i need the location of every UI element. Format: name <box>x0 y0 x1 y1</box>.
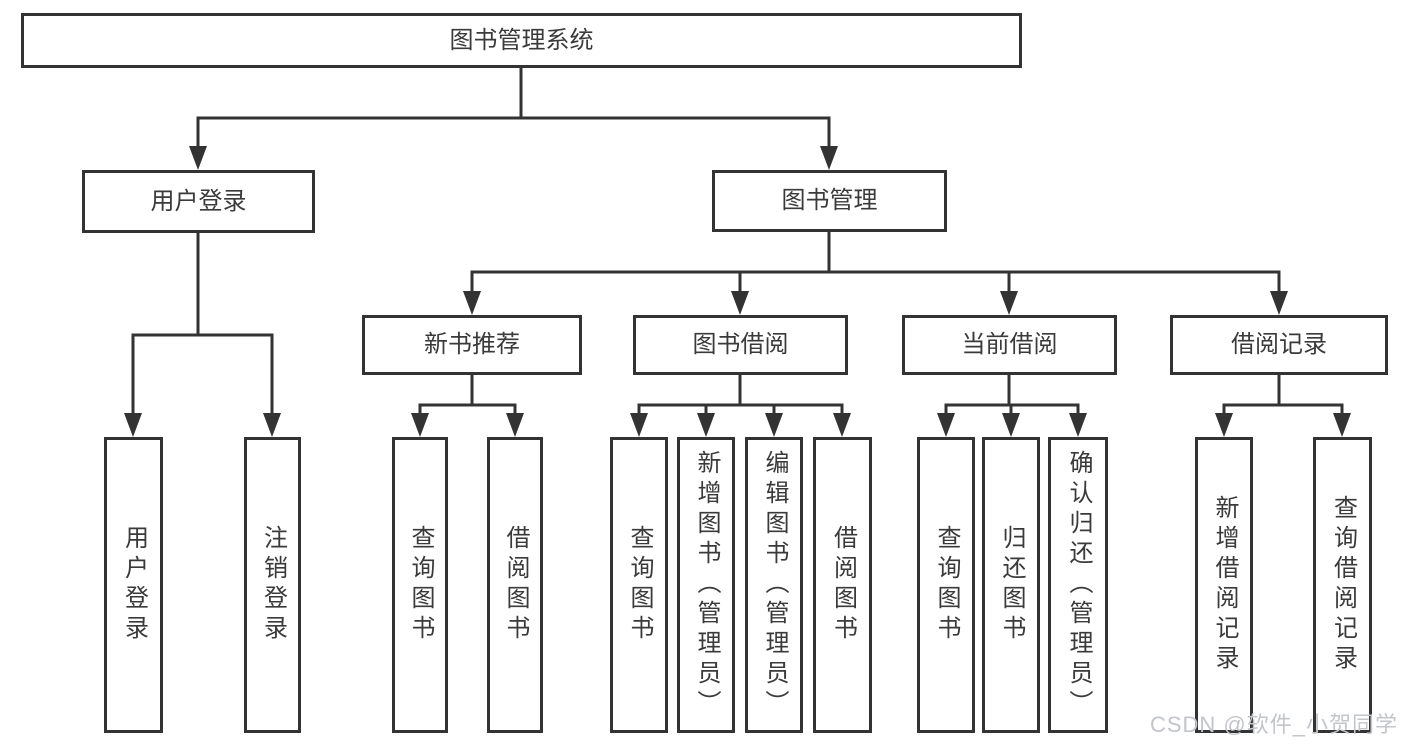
leaf-borrow-books-1: 借阅图书 <box>487 437 543 733</box>
node-label: 图书管理系统 <box>449 26 594 54</box>
leaf-user-login: 用户登录 <box>104 437 163 733</box>
connector-current-borrow-children <box>944 375 1080 417</box>
leaf-add-book-admin: 新增图书（管理员） <box>677 437 735 733</box>
connector-user-login-children <box>131 233 274 417</box>
connector-book-mgmt-children <box>470 232 1281 295</box>
node-label: 归还图书 <box>998 525 1025 645</box>
node-root: 图书管理系统 <box>21 13 1022 68</box>
connector-new-books-children <box>418 375 517 417</box>
node-label: 新增借阅记录 <box>1211 495 1238 675</box>
arrow-down-icon <box>937 413 955 437</box>
leaf-confirm-return-admin: 确认归还（管理员） <box>1048 437 1108 733</box>
arrow-down-icon <box>463 291 481 315</box>
node-label: 查询图书 <box>626 525 653 645</box>
arrow-down-icon <box>189 146 207 170</box>
node-user-login: 用户登录 <box>82 170 315 233</box>
arrow-down-icon <box>1069 413 1087 437</box>
arrow-down-icon <box>630 413 648 437</box>
leaf-query-books-2: 查询图书 <box>610 437 668 733</box>
node-label: 图书借阅 <box>692 331 789 358</box>
csdn-watermark: CSDN @软件_小贺同学 <box>1149 712 1398 737</box>
connector-book-borrow-children <box>637 375 844 417</box>
leaf-query-borrow-record: 查询借阅记录 <box>1313 437 1372 733</box>
arrow-down-icon <box>263 413 281 437</box>
node-label: 当前借阅 <box>961 331 1058 358</box>
node-label: 用户登录 <box>150 187 247 215</box>
leaf-return-book: 归还图书 <box>982 437 1040 733</box>
leaf-add-borrow-record: 新增借阅记录 <box>1195 437 1253 733</box>
node-label: 注销登录 <box>259 525 287 645</box>
arrow-down-icon <box>1333 413 1351 437</box>
arrow-down-icon <box>506 413 524 437</box>
node-label: 图书管理 <box>781 187 878 214</box>
arrow-down-icon <box>1000 291 1018 315</box>
arrow-down-icon <box>833 413 851 437</box>
node-label: 确认归还（管理员） <box>1065 450 1092 720</box>
arrow-down-icon <box>411 413 429 437</box>
node-label: 用户登录 <box>120 525 148 645</box>
arrow-down-icon <box>765 413 783 437</box>
node-label: 借阅记录 <box>1231 331 1327 358</box>
node-label: 新书推荐 <box>424 331 520 358</box>
leaf-query-books-1: 查询图书 <box>392 437 448 733</box>
node-book-management: 图书管理 <box>712 170 947 232</box>
connector-root-to-level2 <box>196 68 831 150</box>
arrow-down-icon <box>1002 413 1020 437</box>
node-book-borrow: 图书借阅 <box>633 315 848 375</box>
arrow-down-icon <box>124 413 142 437</box>
arrow-down-icon <box>1270 291 1288 315</box>
node-borrow-records: 借阅记录 <box>1170 315 1388 375</box>
node-label: 借阅图书 <box>829 525 857 645</box>
node-label: 新增图书（管理员） <box>693 450 720 720</box>
connector-borrow-records-children <box>1222 375 1344 417</box>
node-label: 借阅图书 <box>502 525 529 645</box>
node-new-book-recommend: 新书推荐 <box>362 315 582 375</box>
arrow-down-icon <box>731 291 749 315</box>
leaf-edit-book-admin: 编辑图书（管理员） <box>745 437 803 733</box>
node-label: 查询图书 <box>933 525 960 645</box>
leaf-query-books-3: 查询图书 <box>917 437 975 733</box>
leaf-borrow-books-2: 借阅图书 <box>813 437 872 733</box>
arrow-down-icon <box>820 146 838 170</box>
node-label: 查询图书 <box>407 525 434 645</box>
node-label: 查询借阅记录 <box>1329 495 1357 675</box>
leaf-logout: 注销登录 <box>244 437 301 733</box>
node-label: 编辑图书（管理员） <box>761 450 788 720</box>
arrow-down-icon <box>1215 413 1233 437</box>
arrow-down-icon <box>697 413 715 437</box>
node-current-borrow: 当前借阅 <box>902 315 1117 375</box>
